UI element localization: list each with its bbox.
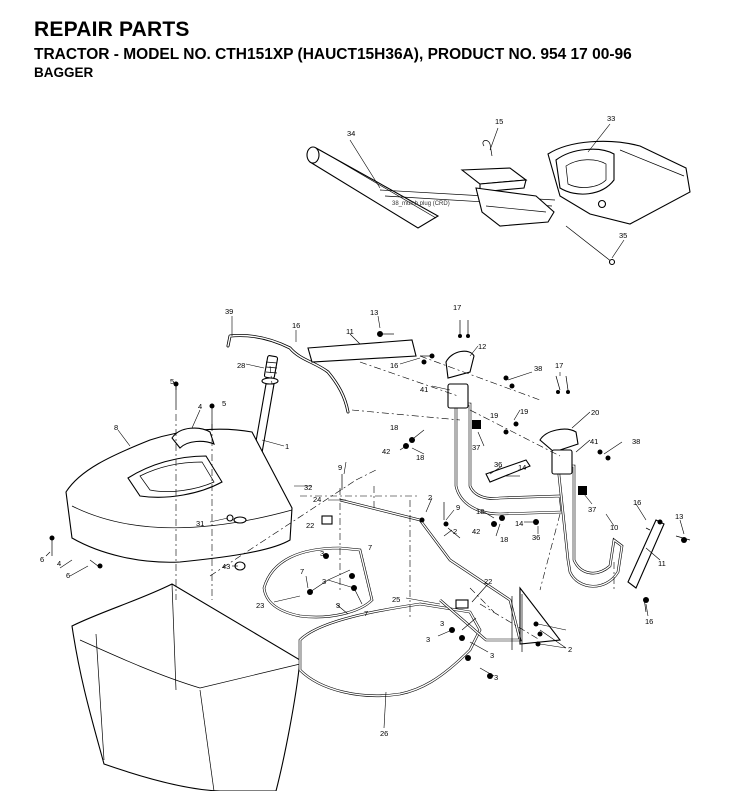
callout-9: 9 xyxy=(338,463,342,472)
section-title: BAGGER xyxy=(34,65,94,80)
callout-18c: 18 xyxy=(476,507,484,516)
callout-6b: 6 xyxy=(66,571,70,580)
callout-25: 25 xyxy=(392,595,400,604)
callout-28: 28 xyxy=(237,361,245,370)
callout-39: 39 xyxy=(225,307,233,316)
callout-5: 5 xyxy=(170,377,174,386)
callout-2: 2 xyxy=(428,493,432,502)
callout-17b: 17 xyxy=(555,361,563,370)
callout-41: 41 xyxy=(420,385,428,394)
callout-19: 19 xyxy=(520,407,528,416)
callout-5b: 5 xyxy=(222,399,226,408)
callout-31: 31 xyxy=(196,519,204,528)
page-title: REPAIR PARTS xyxy=(34,18,190,41)
callout-14: 14 xyxy=(518,463,526,472)
callout-11: 11 xyxy=(346,327,354,336)
callout-6: 6 xyxy=(40,555,44,564)
callout-11b: 11 xyxy=(658,559,666,568)
callout-10: 10 xyxy=(610,523,618,532)
model-line: TRACTOR - MODEL NO. CTH151XP (HAUCT15H36… xyxy=(34,46,632,63)
callout-4b: 4 xyxy=(57,559,61,568)
grass-bag xyxy=(71,583,301,791)
callout-3g: 3 xyxy=(494,673,498,682)
callout-3c: 3 xyxy=(336,601,340,610)
callout-13b: 13 xyxy=(675,512,683,521)
callout-41b: 41 xyxy=(590,437,598,446)
callout-2b: 2 xyxy=(453,527,457,536)
callout-37b: 37 xyxy=(588,505,596,514)
callout-42b: 42 xyxy=(472,527,480,536)
callout-3b: 3 xyxy=(320,549,324,558)
callout-36b: 36 xyxy=(532,533,540,542)
callout-33: 33 xyxy=(607,114,615,123)
callout-7c: 7 xyxy=(368,543,372,552)
callout-16: 16 xyxy=(292,321,300,330)
mulch-plug-note: 38_mulch plug (CRD) xyxy=(392,201,450,207)
callout-23: 23 xyxy=(256,601,264,610)
callout-19b: 19 xyxy=(490,411,498,420)
callout-43: 43 xyxy=(222,562,230,571)
callout-24: 24 xyxy=(313,495,321,504)
callout-18b: 18 xyxy=(416,453,424,462)
callout-42: 42 xyxy=(382,447,390,456)
callout-16b: 16 xyxy=(390,361,398,370)
callout-20: 20 xyxy=(591,408,599,417)
callout-13: 13 xyxy=(370,308,378,317)
callout-3f: 3 xyxy=(490,651,494,660)
callout-18d: 18 xyxy=(500,535,508,544)
callout-3e: 3 xyxy=(426,635,430,644)
callout-7b: 7 xyxy=(364,609,368,618)
callout-22b: 22 xyxy=(484,577,492,586)
callout-22: 22 xyxy=(306,521,314,530)
part-callouts: 34 15 33 35 39 28 1 5 5 4 8 13 11 16 16 … xyxy=(40,114,683,738)
callout-7: 7 xyxy=(300,567,304,576)
callout-18: 18 xyxy=(390,423,398,432)
callout-2c: 2 xyxy=(568,645,572,654)
callout-4: 4 xyxy=(198,402,202,411)
callout-38b: 38 xyxy=(632,437,640,446)
callout-36: 36 xyxy=(494,460,502,469)
callout-35: 35 xyxy=(619,231,627,240)
callout-15: 15 xyxy=(495,117,503,126)
callout-16d: 16 xyxy=(645,617,653,626)
callout-8: 8 xyxy=(114,423,118,432)
callout-38: 38 xyxy=(534,364,542,373)
mulch-plug-assembly xyxy=(306,140,691,266)
tube-end xyxy=(306,146,320,164)
callout-9b: 9 xyxy=(456,503,460,512)
callout-12: 12 xyxy=(478,342,486,351)
callout-17: 17 xyxy=(453,303,461,312)
callout-14b: 14 xyxy=(515,519,523,528)
callout-16c: 16 xyxy=(633,498,641,507)
callout-32: 32 xyxy=(304,483,312,492)
callout-26: 26 xyxy=(380,729,388,738)
callout-37: 37 xyxy=(472,443,480,452)
callout-3a: 3 xyxy=(322,577,326,586)
callout-34: 34 xyxy=(347,129,355,138)
callout-1: 1 xyxy=(285,442,289,451)
callout-3d: 3 xyxy=(440,619,444,628)
